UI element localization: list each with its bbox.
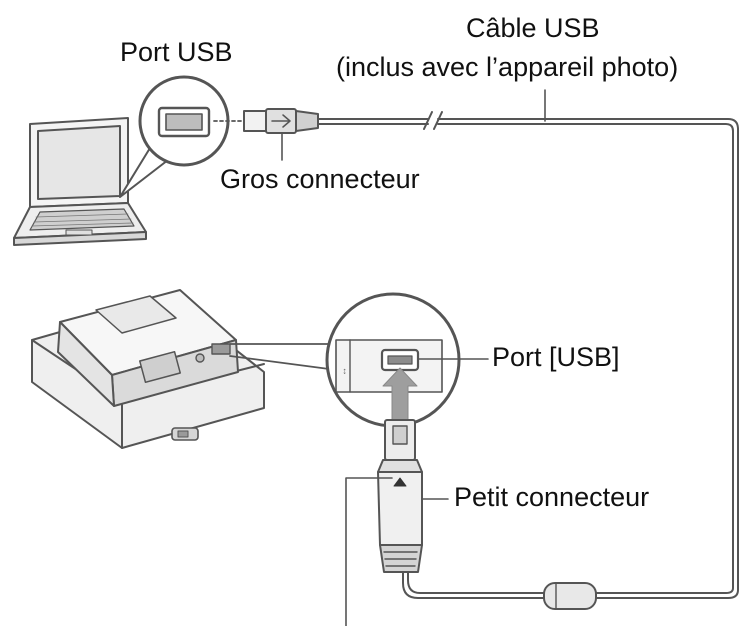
triangle-mark-pointer [345,477,393,626]
pc-port-label: Port USB [120,37,233,67]
laptop-icon [13,117,147,246]
camera-port-label: Port [USB] [492,342,620,372]
cable-note-label: (inclus avec l’appareil photo) [336,52,679,82]
camera-port-callout: ↔ [229,292,461,428]
mini-usb-plug-icon [377,419,423,573]
usb-a-plug-icon [213,108,319,134]
pc-port-callout [119,75,230,198]
cable-title-label: Câble USB [466,13,600,43]
svg-text:↔: ↔ [338,367,348,376]
usb-cable [317,111,739,610]
large-connector-label: Gros connecteur [220,164,420,194]
camera-cradle-icon [31,289,265,449]
small-connector-label: Petit connecteur [454,482,650,512]
ferrite-core-icon [543,582,597,610]
